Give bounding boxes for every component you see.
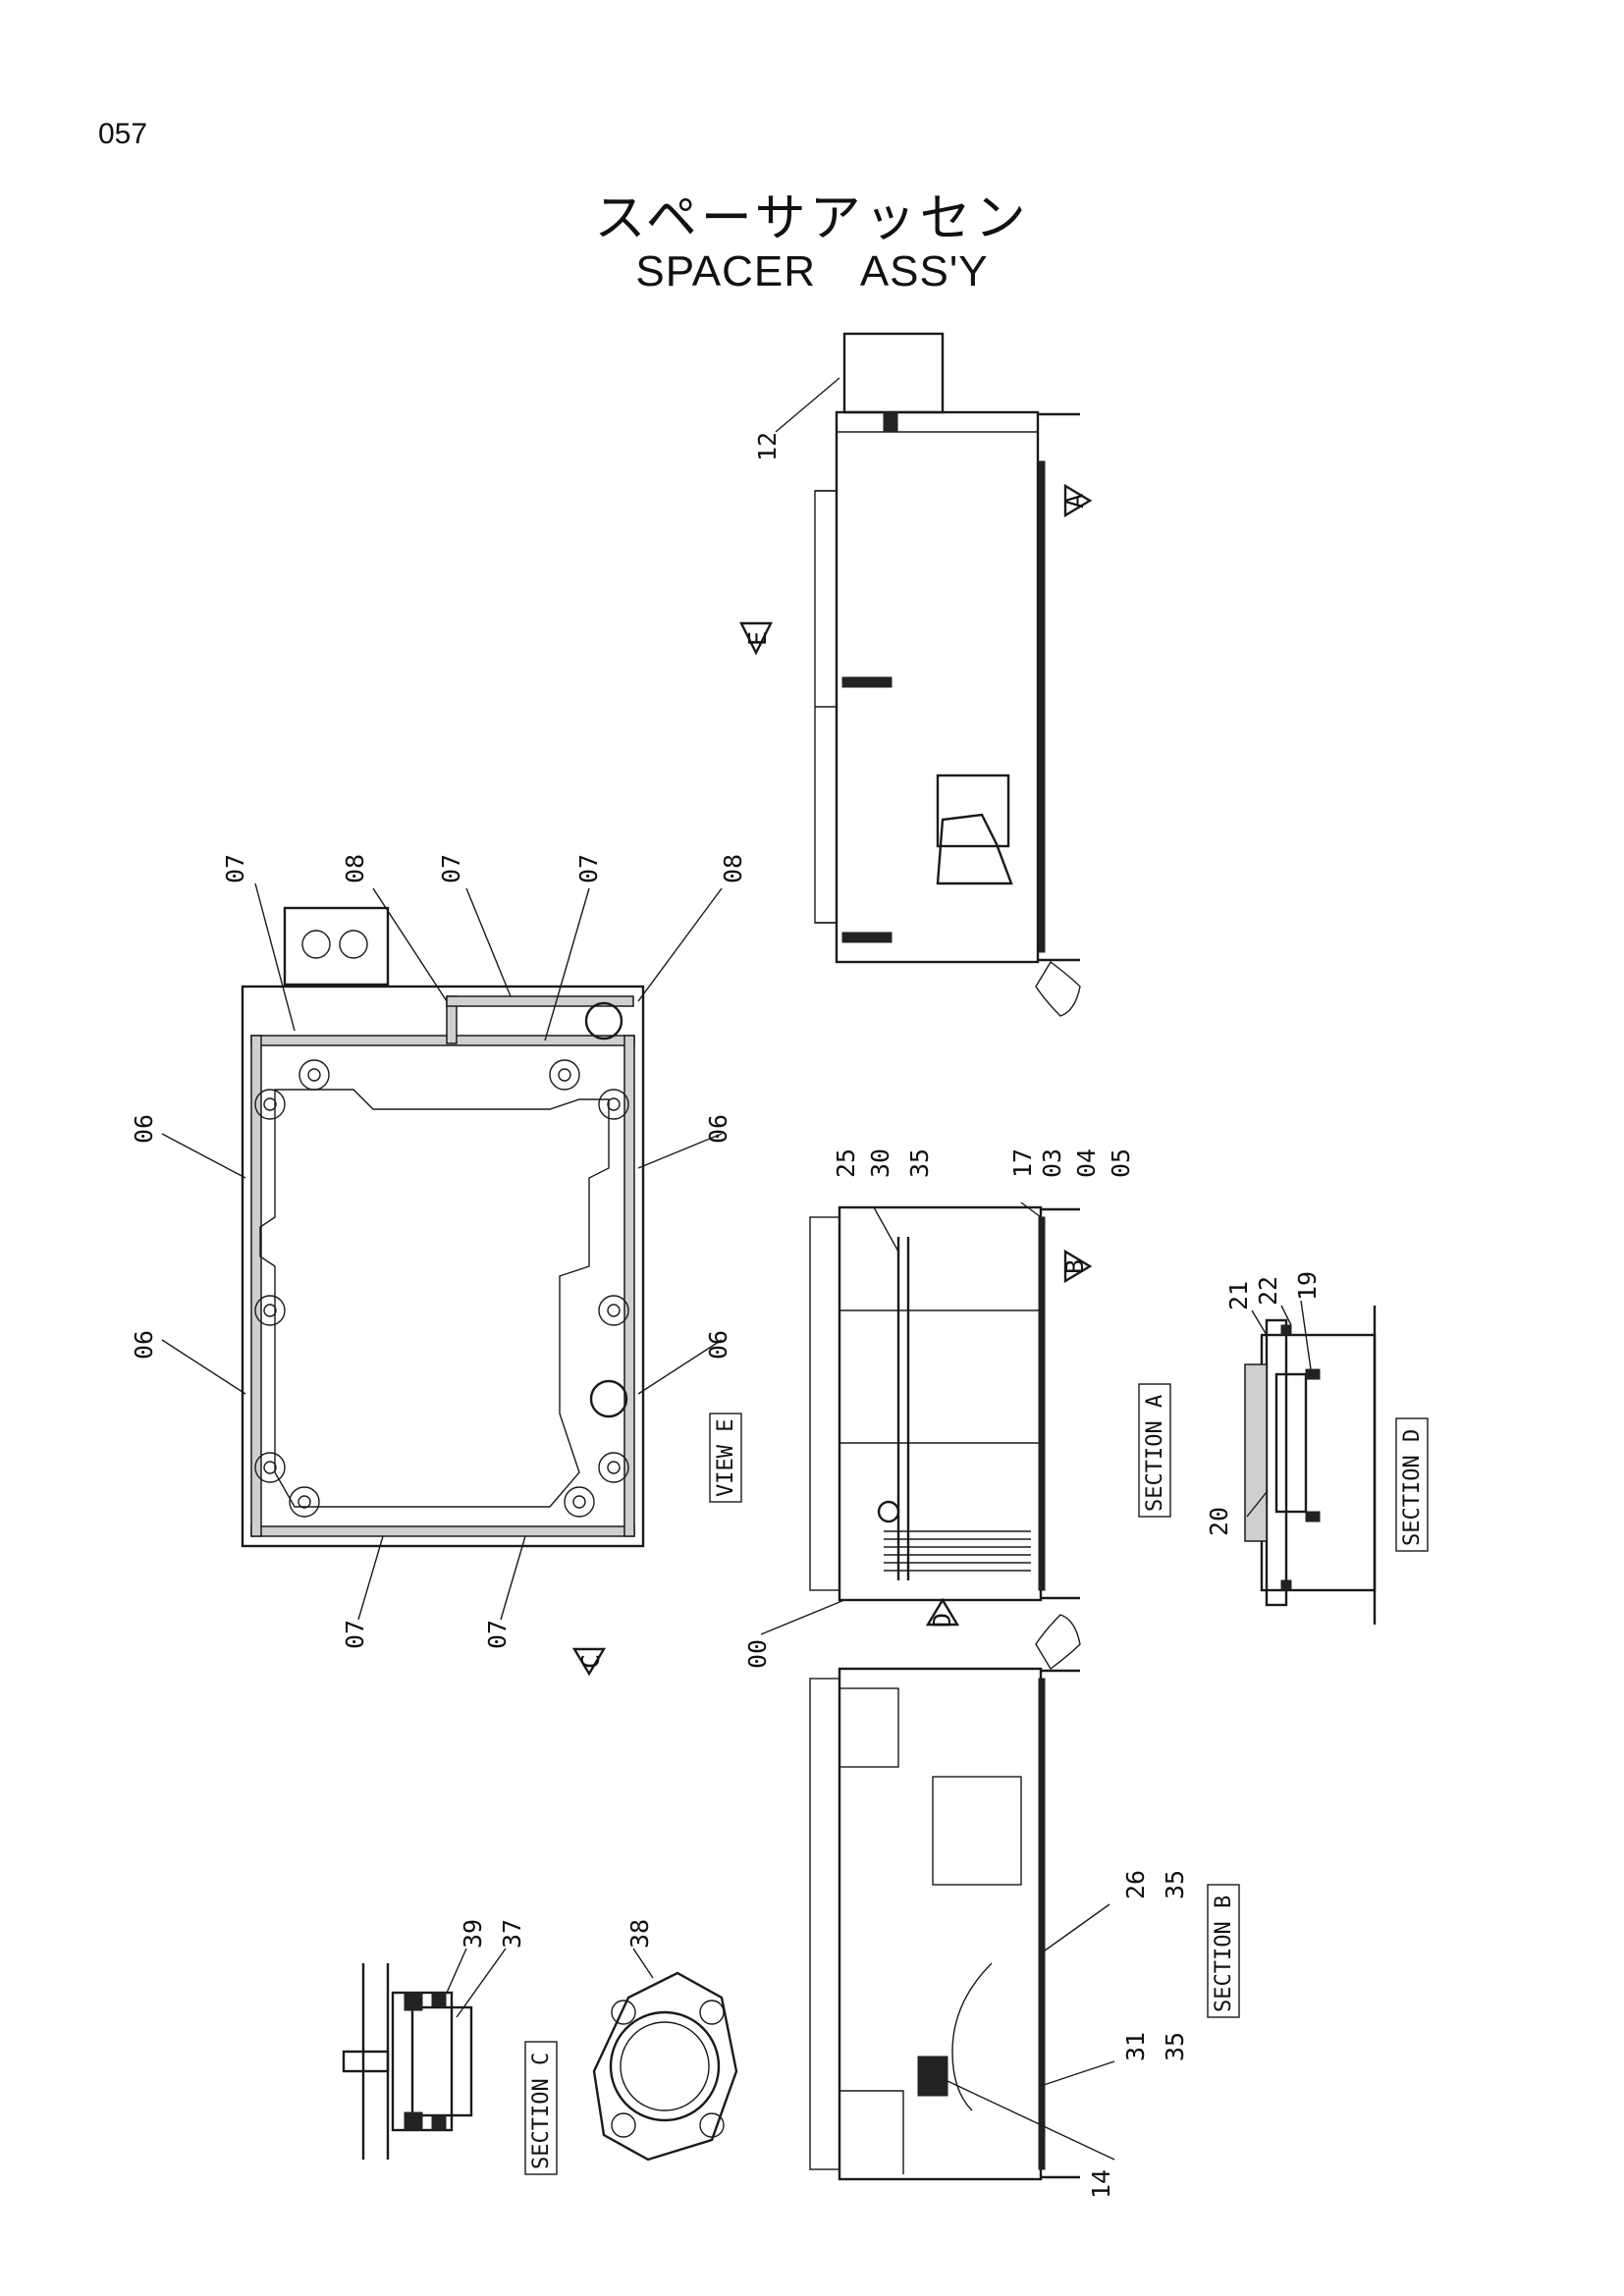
callout-30: 30 [866,1148,894,1178]
tag-view-e: VIEW E [709,1413,742,1503]
callout-35: 35 [905,1148,934,1178]
view-arrow-b: B [1060,1249,1093,1284]
view-arrow-a: A [1060,483,1093,518]
callout-12: 12 [753,432,782,461]
callout-37: 37 [498,1919,526,1949]
callout-22: 22 [1254,1276,1282,1306]
plan-view-e [241,906,645,1548]
tag-section-c: SECTION C [524,2041,558,2175]
callout-06: 06 [130,1330,158,1360]
callout-07: 07 [483,1620,512,1649]
callout-21: 21 [1224,1281,1253,1310]
callout-17: 17 [1008,1148,1037,1178]
section-a-view [809,1205,1080,1602]
tag-section-d: SECTION D [1395,1417,1429,1552]
callout-04: 04 [1072,1148,1101,1178]
svg-text:SECTION D: SECTION D [1400,1429,1425,1546]
top-side-view [814,332,1081,1017]
section-d-detail [1244,1306,1377,1625]
callout-00: 00 [743,1639,772,1669]
callout-07: 07 [437,854,465,883]
svg-text:D: D [928,1613,956,1628]
callout-03: 03 [1038,1148,1066,1178]
callout-31: 31 [1121,2032,1150,2061]
page-number: 057 [98,118,148,150]
callout-07: 07 [221,854,249,883]
svg-text:E: E [743,631,772,646]
callout-05: 05 [1107,1148,1135,1178]
callout-19: 19 [1293,1271,1322,1301]
svg-text:A: A [1060,494,1089,508]
callout-26: 26 [1121,1870,1150,1899]
callout-06: 06 [704,1330,732,1360]
callout-35: 35 [1161,2032,1189,2061]
callout-08: 08 [341,854,369,883]
section-c-detail [342,1963,473,2160]
view-arrow-e: E [739,621,773,656]
svg-text:VIEW E: VIEW E [714,1419,738,1497]
svg-text:SECTION C: SECTION C [529,2053,554,2169]
callout-07: 07 [574,854,603,883]
callout-numbers: 12 07 08 07 07 08 06 06 06 06 07 07 25 3… [130,432,1322,2199]
callout-07: 07 [341,1620,369,1649]
title-english: SPACER ASS'Y [635,247,989,295]
tag-section-a: SECTION A [1138,1383,1171,1518]
callout-39: 39 [459,1919,487,1949]
tag-section-b: SECTION B [1207,1884,1240,2018]
callout-14: 14 [1087,2169,1115,2199]
view-arrow-d: D [925,1597,960,1628]
svg-text:B: B [1060,1259,1089,1274]
view-arrow-c: C [571,1647,607,1677]
callout-06: 06 [130,1114,158,1144]
callout-08: 08 [719,854,747,883]
callout-25: 25 [832,1148,860,1178]
callout-06: 06 [704,1114,732,1144]
callout-20: 20 [1205,1507,1233,1536]
svg-text:SECTION A: SECTION A [1143,1395,1167,1512]
svg-text:SECTION B: SECTION B [1212,1896,1236,2012]
flange-38 [592,1971,738,2162]
callout-38: 38 [625,1919,654,1949]
svg-text:C: C [576,1654,605,1669]
section-b-view [809,1614,1081,2181]
callout-35: 35 [1161,1870,1189,1899]
title-japanese: スペーサアッセン [594,189,1030,248]
leader-lines [161,377,1312,2161]
